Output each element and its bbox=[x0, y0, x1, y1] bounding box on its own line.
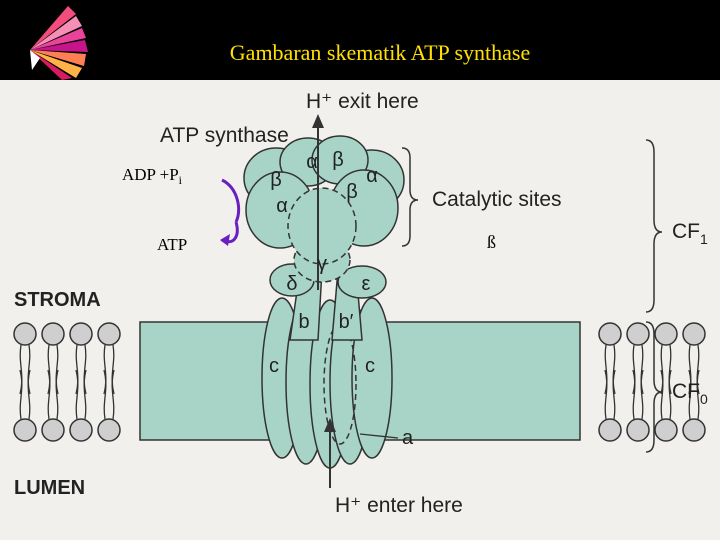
cf1-head bbox=[243, 135, 405, 265]
proton-exit-arrowhead bbox=[312, 114, 324, 128]
atp-arrowhead bbox=[220, 234, 230, 246]
epsilon-subunit bbox=[337, 265, 387, 299]
label-beta-right: β bbox=[346, 181, 358, 203]
label-beta-left: β bbox=[270, 169, 282, 191]
slide-title: Gambaran skematik ATP synthase bbox=[229, 40, 531, 65]
label-catalytic-sites: Catalytic sites bbox=[432, 188, 562, 211]
slide-header: Gambaran skematik ATP synthase bbox=[0, 0, 720, 80]
label-delta: δ bbox=[286, 273, 297, 295]
label-alpha-right: α bbox=[366, 165, 378, 187]
label-stroma: STROMA bbox=[14, 289, 101, 311]
label-epsilon: ε bbox=[362, 273, 371, 295]
cf0-c-ring bbox=[261, 297, 393, 469]
label-alpha-left: α bbox=[276, 195, 288, 217]
annotation-adp-pi: ADP +Pi bbox=[122, 165, 183, 187]
cf1-bracket bbox=[645, 139, 663, 313]
annotation-beta: ß bbox=[487, 232, 496, 252]
annotation-atp: ATP bbox=[157, 235, 187, 254]
label-lumen: LUMEN bbox=[14, 477, 85, 499]
atp-synthase-diagram: β α β α α β γ δ ε b b′ c c a H⁺ exit her… bbox=[13, 90, 708, 517]
a-subunit-pointer bbox=[359, 433, 399, 439]
label-b-prime: b′ bbox=[339, 311, 354, 333]
label-alpha-top: α bbox=[306, 151, 318, 173]
label-cf1: CF1 bbox=[672, 220, 708, 247]
label-a: a bbox=[402, 427, 414, 449]
label-h-exit: H⁺ exit here bbox=[306, 90, 419, 113]
decorative-fan-logo bbox=[30, 6, 88, 80]
label-cf0: CF0 bbox=[672, 380, 708, 407]
label-b: b bbox=[298, 311, 309, 333]
cf0-bracket bbox=[645, 321, 663, 453]
label-h-enter: H⁺ enter here bbox=[335, 494, 463, 517]
label-atp-synthase: ATP synthase bbox=[160, 124, 289, 147]
label-c-right: c bbox=[365, 355, 375, 377]
adp-arrow bbox=[221, 178, 241, 223]
catalytic-sites-bracket bbox=[401, 147, 419, 247]
proton-enter-arrowhead bbox=[324, 418, 336, 432]
diagram-area: β α β α α β γ δ ε b b′ c c a H⁺ exit her… bbox=[0, 80, 720, 540]
label-c-left: c bbox=[269, 355, 279, 377]
label-beta-top: β bbox=[332, 149, 344, 171]
lipid-bilayer-left bbox=[13, 322, 121, 442]
label-gamma: γ bbox=[317, 253, 327, 275]
